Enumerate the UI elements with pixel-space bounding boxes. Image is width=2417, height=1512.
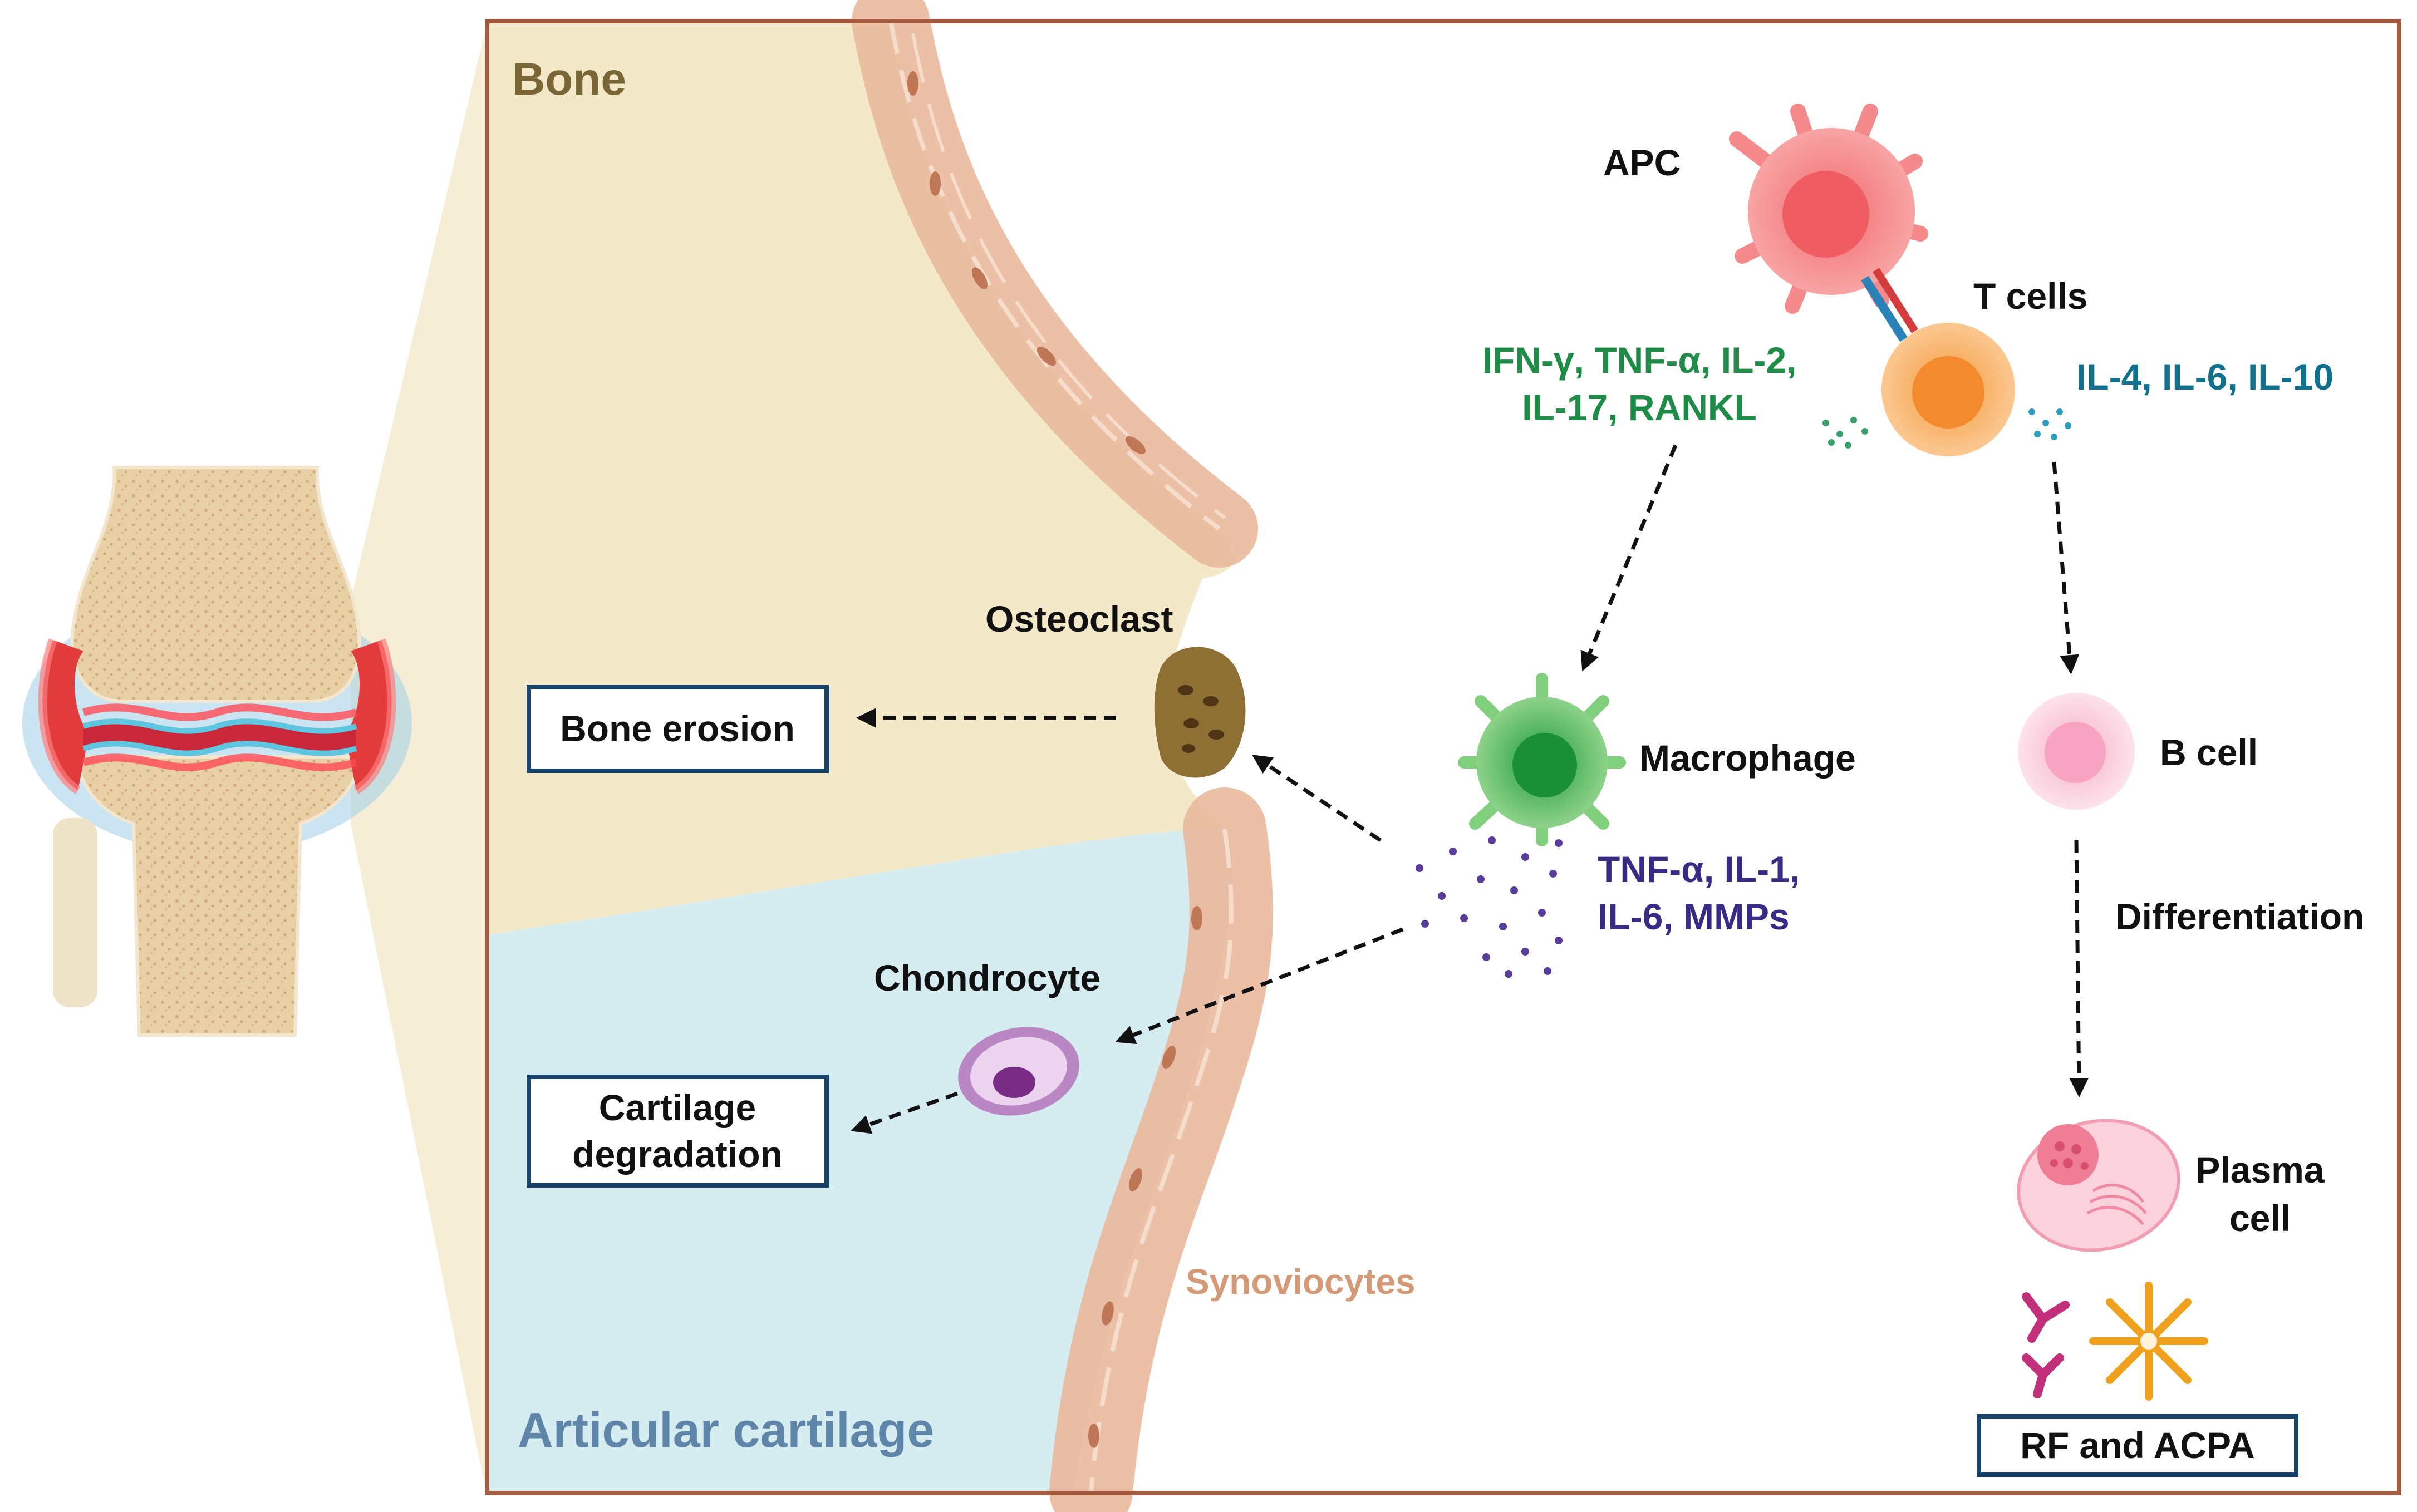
- cartilage-degradation-label-1: Cartilage: [599, 1087, 756, 1128]
- panel-border: [485, 19, 2401, 1495]
- b-cell-label: B cell: [2160, 732, 2258, 773]
- antibody-icons: [2022, 1282, 2208, 1401]
- knee-joint-illustration: [22, 22, 487, 1497]
- arrow-macrophage-to-chondrocyte: [1115, 927, 1404, 1045]
- b-cell: [2018, 693, 2135, 810]
- plasma-cell-label-2: cell: [2229, 1198, 2291, 1239]
- macrophage-cytokine-particles: [1416, 836, 1563, 978]
- t-cell: [1881, 323, 2015, 456]
- chondrocyte-label: Chondrocyte: [874, 957, 1101, 998]
- cartilage-region: [487, 829, 1233, 1491]
- arrow-th2-to-bcell: [2052, 461, 2080, 674]
- cartilage-degradation-label-2: degradation: [572, 1134, 783, 1175]
- th2-cytokines-label: IL-4, IL-6, IL-10: [2076, 356, 2334, 397]
- arrow-macrophage-to-osteoclast: [1252, 755, 1382, 842]
- osteoclast-cell: [1154, 647, 1246, 778]
- apc-label: APC: [1603, 142, 1681, 183]
- osteoclast-label: Osteoclast: [985, 598, 1173, 639]
- t-cells-label: T cells: [1973, 275, 2087, 317]
- zoomed-joint-panel: [485, 0, 2401, 1512]
- tcr-mhc-interaction: [1861, 268, 1918, 342]
- t-cell-cytokine-particles-left: [1822, 417, 1868, 449]
- macrophage-label: Macrophage: [1639, 737, 1856, 779]
- th1-cytokines-label-1: IFN-γ, TNF-α, IL-2,: [1482, 339, 1797, 381]
- arrow-th1-to-macrophage: [1580, 444, 1678, 672]
- th1-cytokines-label-2: IL-17, RANKL: [1522, 387, 1757, 428]
- synoviocytes-label: Synoviocytes: [1186, 1262, 1416, 1302]
- rf-acpa-label: RF and ACPA: [2020, 1425, 2255, 1466]
- cartilage-degradation-box: Cartilage degradation: [527, 1075, 829, 1188]
- macrophage-cytokines-label-2: IL-6, MMPs: [1598, 896, 1790, 937]
- rf-acpa-box: RF and ACPA: [1977, 1414, 2298, 1477]
- pathway-arrows: [851, 444, 2089, 1134]
- plasma-cell-label-1: Plasma: [2195, 1149, 2325, 1190]
- chondrocyte-cell: [958, 1027, 1079, 1116]
- zoom-wedge: [351, 22, 487, 1497]
- differentiation-label: Differentiation: [2115, 896, 2364, 937]
- macrophage-cell: [1458, 673, 1626, 846]
- apc-cell: [1729, 104, 1928, 314]
- bone-erosion-box: Bone erosion: [527, 685, 829, 773]
- articular-cartilage-label: Articular cartilage: [518, 1402, 934, 1457]
- bone-erosion-label: Bone erosion: [560, 708, 795, 749]
- plasma-cell: [2017, 1119, 2180, 1252]
- arrow-chondrocyte-to-cartilage: [851, 1091, 959, 1134]
- t-cell-cytokine-particles-right: [2028, 408, 2071, 440]
- synovial-membrane: [852, 0, 1273, 1512]
- arrow-bcell-to-plasma: [2069, 840, 2089, 1097]
- bone-region-label: Bone: [512, 54, 626, 105]
- macrophage-cytokines-label-1: TNF-α, IL-1,: [1598, 849, 1800, 890]
